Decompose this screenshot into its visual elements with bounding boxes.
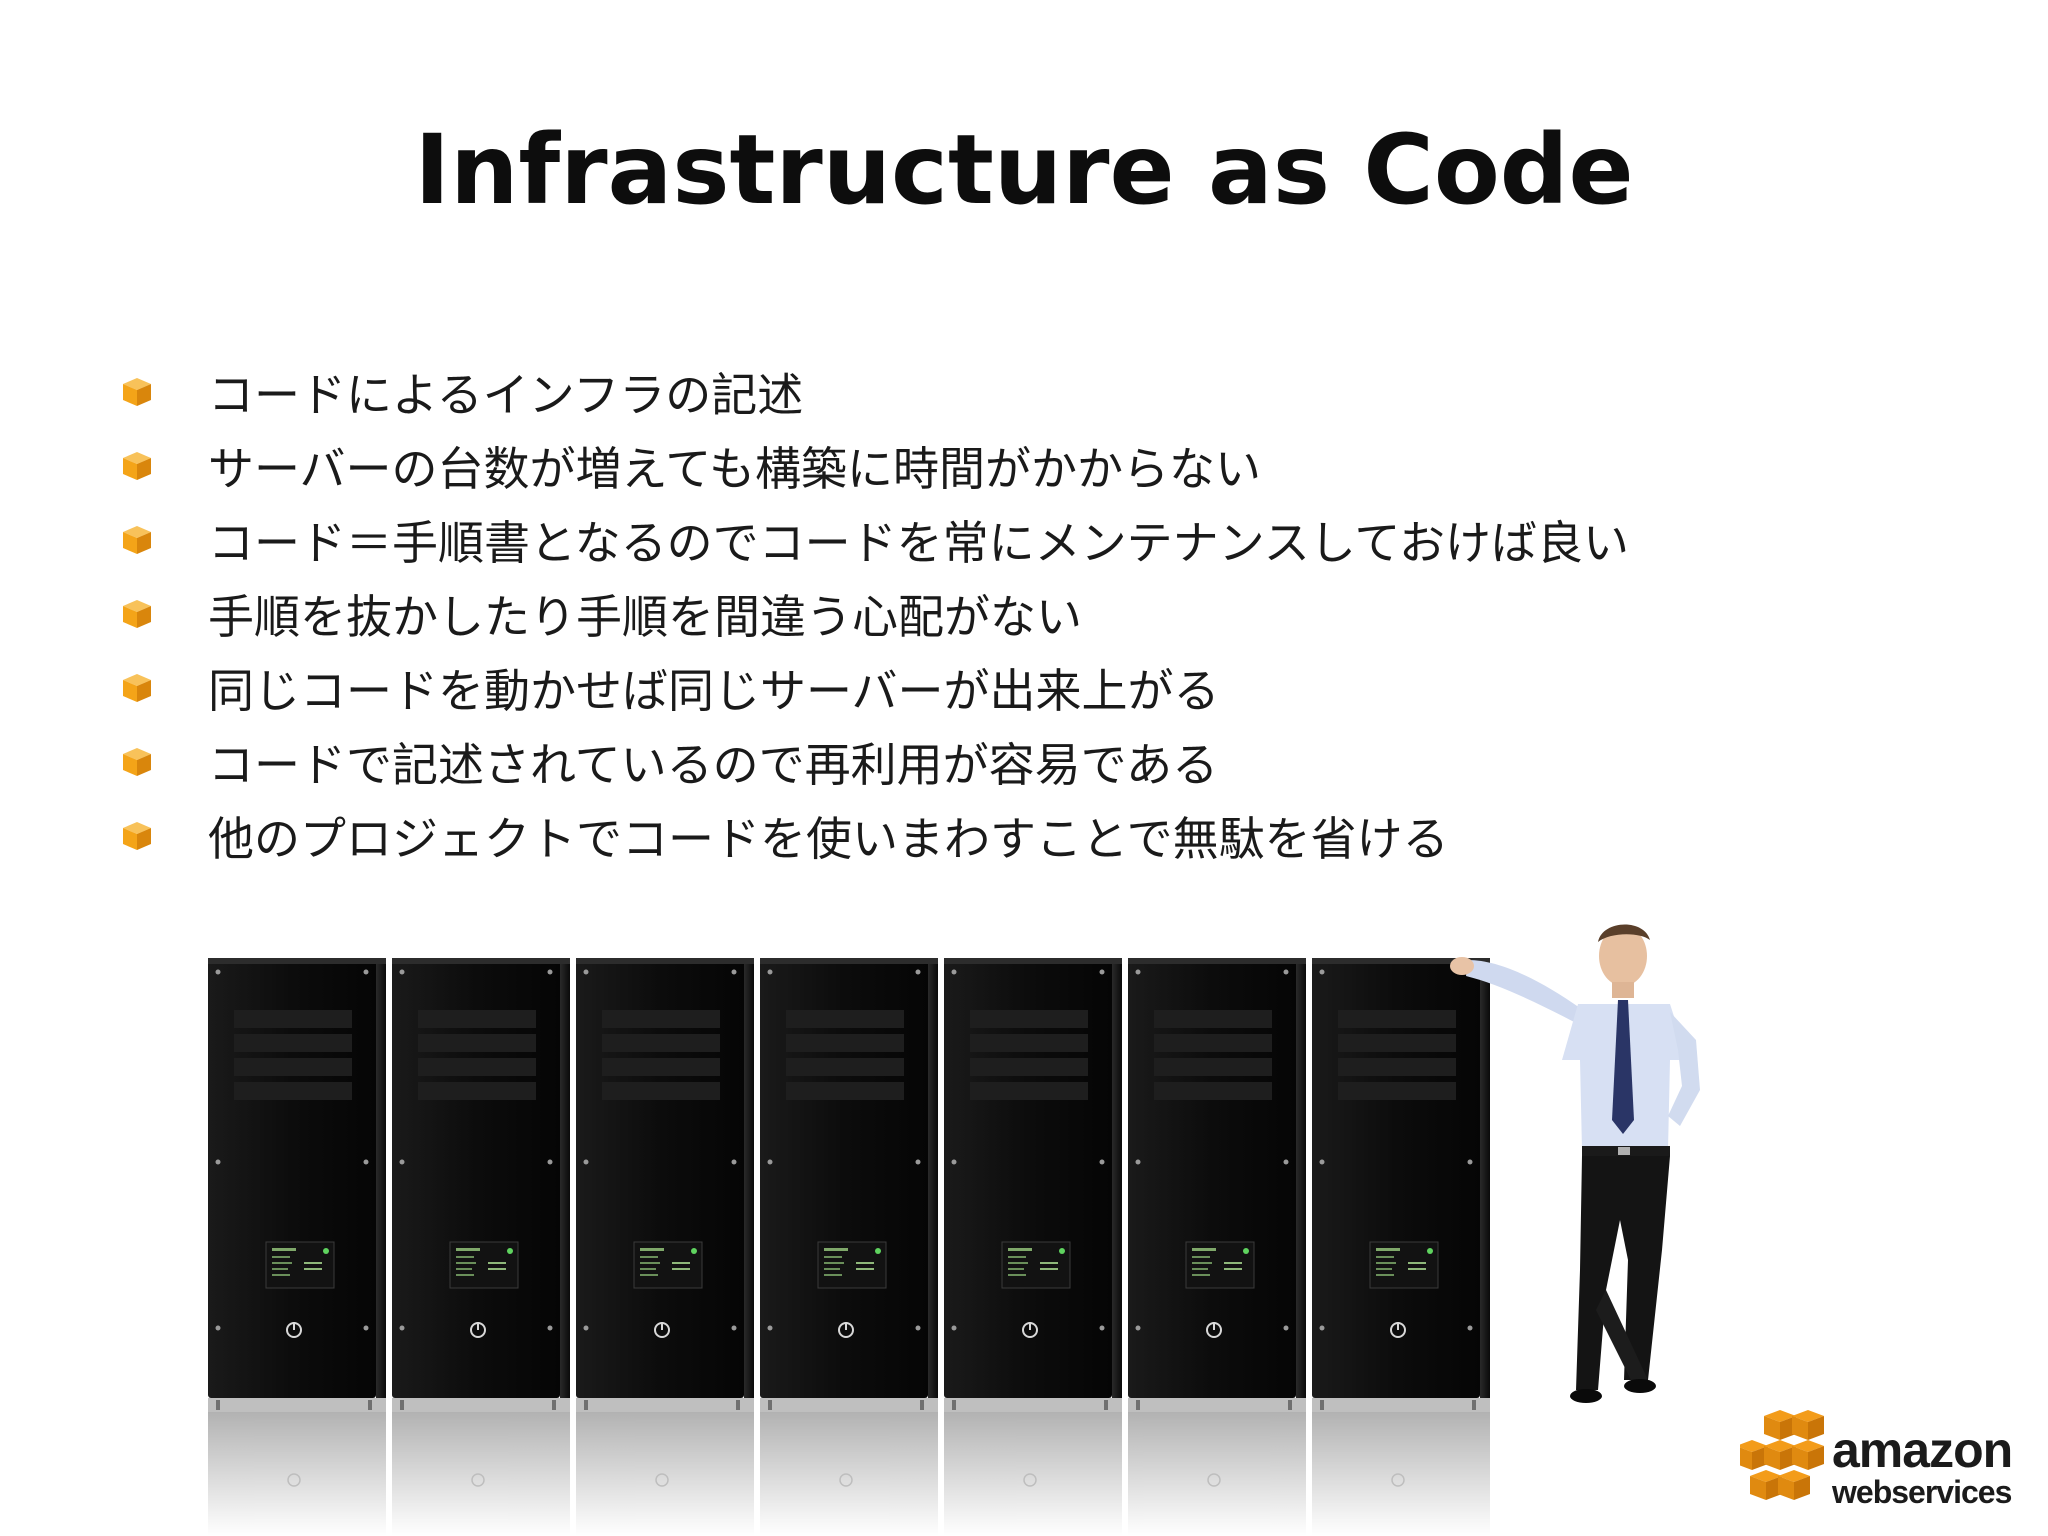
orange-cube-icon: [123, 526, 151, 554]
bullet-text: サーバーの台数が増えても構築に時間がかからない: [208, 442, 1261, 496]
server-rack: [575, 957, 755, 1536]
server-rack: [391, 957, 571, 1536]
bullet-text: 同じコードを動かせば同じサーバーが出来上がる: [208, 664, 1220, 718]
bullet-text: コードによるインフラの記述: [208, 368, 804, 422]
orange-cube-icon: [123, 600, 151, 628]
bullet-item: コードで記述されているので再利用が容易である: [120, 725, 1980, 799]
orange-cube-icon: [123, 674, 151, 702]
orange-cube-icon: [123, 822, 151, 850]
bullet-item: コード＝手順書となるのでコードを常にメンテナンスしておけば良い: [120, 503, 1980, 577]
bullet-item: サーバーの台数が増えても構築に時間がかからない: [120, 429, 1980, 503]
server-racks-illustration: [207, 924, 1700, 1536]
bullet-text: 他のプロジェクトでコードを使いまわすことで無駄を省ける: [208, 812, 1449, 866]
bullet-text: コード＝手順書となるのでコードを常にメンテナンスしておけば良い: [208, 516, 1629, 570]
server-rack: [943, 957, 1123, 1536]
server-rack: [1127, 957, 1307, 1536]
bullet-item: コードによるインフラの記述: [120, 355, 1980, 429]
orange-cube-icon: [123, 378, 151, 406]
bullet-item: 他のプロジェクトでコードを使いまわすことで無駄を省ける: [120, 799, 1980, 873]
aws-logo-word: amazon: [1832, 1422, 2013, 1478]
bullet-text: コードで記述されているので再利用が容易である: [208, 738, 1219, 792]
slide-title: Infrastructure as Code: [414, 114, 1634, 226]
server-rack: [1311, 957, 1491, 1536]
bullet-text: 手順を抜かしたり手順を間違う心配がない: [208, 590, 1082, 644]
orange-cube-icon: [123, 748, 151, 776]
bullet-item: 手順を抜かしたり手順を間違う心配がない: [120, 577, 1980, 651]
server-rack: [759, 957, 939, 1536]
aws-logo-sub: webservices: [1832, 1474, 2012, 1510]
server-rack: [207, 957, 387, 1536]
bullet-list: コードによるインフラの記述 サーバーの台数が増えても構築に時間がかからない コー…: [120, 355, 1980, 873]
bullet-item: 同じコードを動かせば同じサーバーが出来上がる: [120, 651, 1980, 725]
orange-cube-icon: [123, 452, 151, 480]
person-figure: [1450, 924, 1700, 1403]
aws-logo-icon: [1740, 1410, 1824, 1500]
